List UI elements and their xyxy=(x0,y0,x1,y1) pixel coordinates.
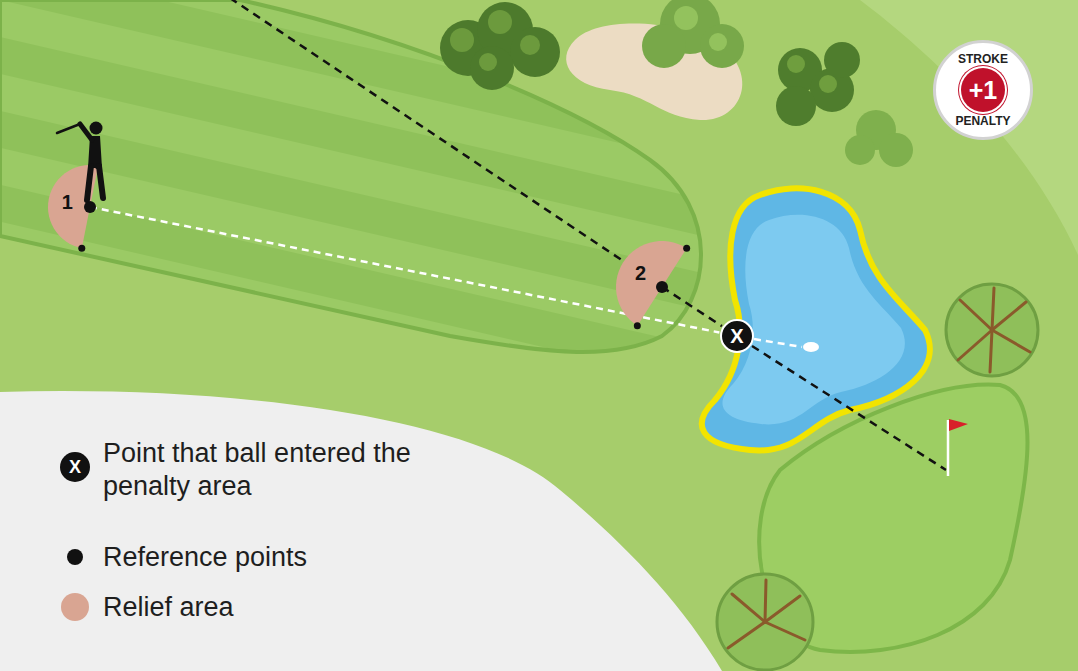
relief-shape xyxy=(48,165,132,249)
line-to-ball xyxy=(754,339,802,347)
legend-ground xyxy=(0,391,722,671)
legend-text: Reference points xyxy=(103,541,423,574)
golfer xyxy=(57,122,103,201)
round-tree xyxy=(946,284,1038,376)
legend-text: Relief area xyxy=(103,591,423,624)
entry-point-marker: X xyxy=(720,319,754,353)
entry-point-letter: X xyxy=(69,458,81,476)
reference-point xyxy=(84,201,96,213)
legend-swatch xyxy=(61,593,89,621)
legend-text: Point that ball entered the penalty area xyxy=(103,437,423,503)
tree-cluster xyxy=(440,2,560,90)
relief-end-mark xyxy=(634,322,641,329)
flag xyxy=(948,419,968,476)
line-of-play xyxy=(230,0,662,287)
reference-point-symbol xyxy=(67,549,83,565)
relief-fill xyxy=(616,241,687,326)
entry-point-symbol: X xyxy=(60,452,90,482)
penalty-badge: STROKE +1PENALTY xyxy=(933,40,1033,140)
reference-line xyxy=(90,207,719,332)
round-tree xyxy=(717,574,813,670)
line-to-hole xyxy=(752,346,946,470)
badge-caption: PENALTY xyxy=(955,115,1010,127)
relief-fill xyxy=(48,165,98,248)
badge-caption: STROKE xyxy=(958,53,1008,65)
callout-number: 2 xyxy=(635,263,646,283)
callout-number: 1 xyxy=(62,192,73,212)
relief-area: 2 xyxy=(616,241,708,333)
penalty-value: +1 xyxy=(961,68,1005,112)
tree-cluster xyxy=(642,0,744,68)
relief-shape xyxy=(616,241,708,333)
water-inner xyxy=(722,215,904,425)
penalty-area-water xyxy=(702,188,930,450)
relief-end-mark xyxy=(683,245,690,252)
relief-area: 1 xyxy=(48,165,132,249)
relief-end-mark xyxy=(95,162,102,169)
bunker xyxy=(566,24,742,120)
ball xyxy=(803,342,819,352)
relief-end-mark xyxy=(78,245,85,252)
reference-point xyxy=(656,281,668,293)
line-of-play xyxy=(662,287,722,326)
entry-point-letter: X xyxy=(730,326,743,346)
tree-cluster xyxy=(776,42,913,167)
